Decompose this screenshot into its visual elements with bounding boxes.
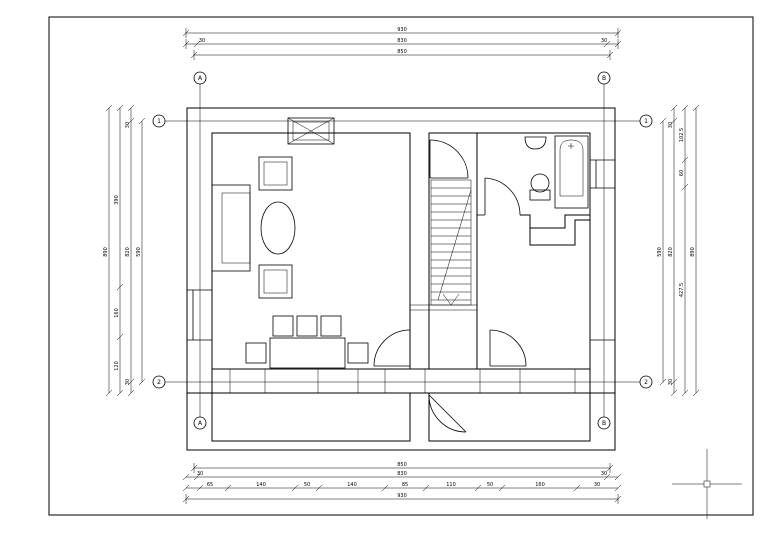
- fireplace: [287, 117, 335, 145]
- drawing-frame: [48, 16, 754, 516]
- dining-chair: [245, 342, 267, 364]
- dim-top-mid: 830: [397, 38, 407, 44]
- dim-right-seg-top: 30: [668, 122, 674, 128]
- axis-a-bottom-label: A: [198, 420, 203, 427]
- dining-chair: [347, 342, 369, 364]
- furniture: [211, 117, 589, 369]
- dim-left-outer: 890: [103, 247, 109, 257]
- dining-chair: [272, 315, 294, 337]
- dim-right-outer: 890: [690, 247, 696, 257]
- dim-right-seg-60: 60: [679, 170, 685, 176]
- dim-bottom-left: 30: [197, 471, 203, 477]
- bottom-dimensions: 850 30 830 30 65 140 50 140 85 110 50 16…: [182, 462, 622, 504]
- doors: [373, 139, 527, 433]
- dim-bottom-seg: 50: [304, 482, 310, 488]
- dim-bottom-seg: 30: [594, 482, 600, 488]
- dim-right-seg-102: 102.5: [679, 128, 685, 142]
- dim-bottom-seg: 65: [207, 482, 213, 488]
- axis-1-right-label: 1: [644, 118, 648, 125]
- right-dimensions: 590 30 820 30 102.5 60 427.5 890: [657, 104, 700, 397]
- building-walls: [186, 107, 616, 451]
- grid-axes: A B A B 1 1 2 2: [152, 71, 653, 430]
- dim-right-col3: 590: [657, 247, 663, 257]
- dim-right-seg-bottom: 30: [668, 379, 674, 385]
- dim-top-total: 930: [397, 27, 407, 33]
- dining-chair: [296, 315, 318, 337]
- dim-right-seg-427: 427.5: [679, 283, 685, 297]
- axis-2-left-label: 2: [157, 379, 161, 386]
- toilet: [529, 189, 551, 201]
- dim-top-left: 30: [199, 38, 205, 44]
- dim-bottom-seg: 140: [256, 482, 266, 488]
- dim-bottom-seg: 85: [402, 482, 408, 488]
- dim-left-seg-120: 120: [114, 361, 120, 371]
- armchair-top: [258, 156, 293, 191]
- dim-bottom-inner: 850: [397, 462, 407, 468]
- axis-a-top-label: A: [198, 75, 203, 82]
- dining-chair: [320, 315, 342, 337]
- axis-b-bottom-label: B: [602, 420, 606, 427]
- sofa: [211, 184, 251, 272]
- dim-left-seg-160: 160: [114, 308, 120, 318]
- washbasin: [524, 136, 547, 150]
- dim-top-right: 30: [601, 38, 607, 44]
- dim-right-col2: 820: [668, 247, 674, 257]
- coffee-table: [260, 201, 296, 255]
- dim-bottom-mid: 830: [397, 471, 407, 477]
- armchair-bottom: [258, 264, 293, 299]
- axis-1-left-label: 1: [157, 118, 161, 125]
- dim-left-seg-top: 30: [125, 122, 131, 128]
- dim-top-inner: 850: [397, 49, 407, 55]
- top-dimensions: 930 30 830 30 850: [182, 27, 622, 60]
- dim-bottom-seg: 50: [487, 482, 493, 488]
- dim-left-col3: 590: [136, 247, 142, 257]
- dim-left-seg-bottom: 30: [125, 379, 131, 385]
- dim-bottom-right: 30: [601, 471, 607, 477]
- dim-left-seg-390: 390: [114, 195, 120, 205]
- axis-b-top-label: B: [602, 75, 606, 82]
- dim-left-col2: 820: [125, 247, 131, 257]
- dim-bottom-total: 930: [397, 493, 407, 499]
- dim-bottom-seg: 110: [446, 482, 456, 488]
- cursor-crosshair-icon: [672, 449, 742, 519]
- bathtub: [554, 135, 589, 209]
- dim-bottom-seg: 140: [347, 482, 357, 488]
- dim-bottom-seg: 160: [535, 482, 545, 488]
- left-dimensions: 890 390 160 120 30 820 30 590: [103, 104, 146, 397]
- axis-2-right-label: 2: [644, 379, 648, 386]
- dining-table: [269, 337, 346, 369]
